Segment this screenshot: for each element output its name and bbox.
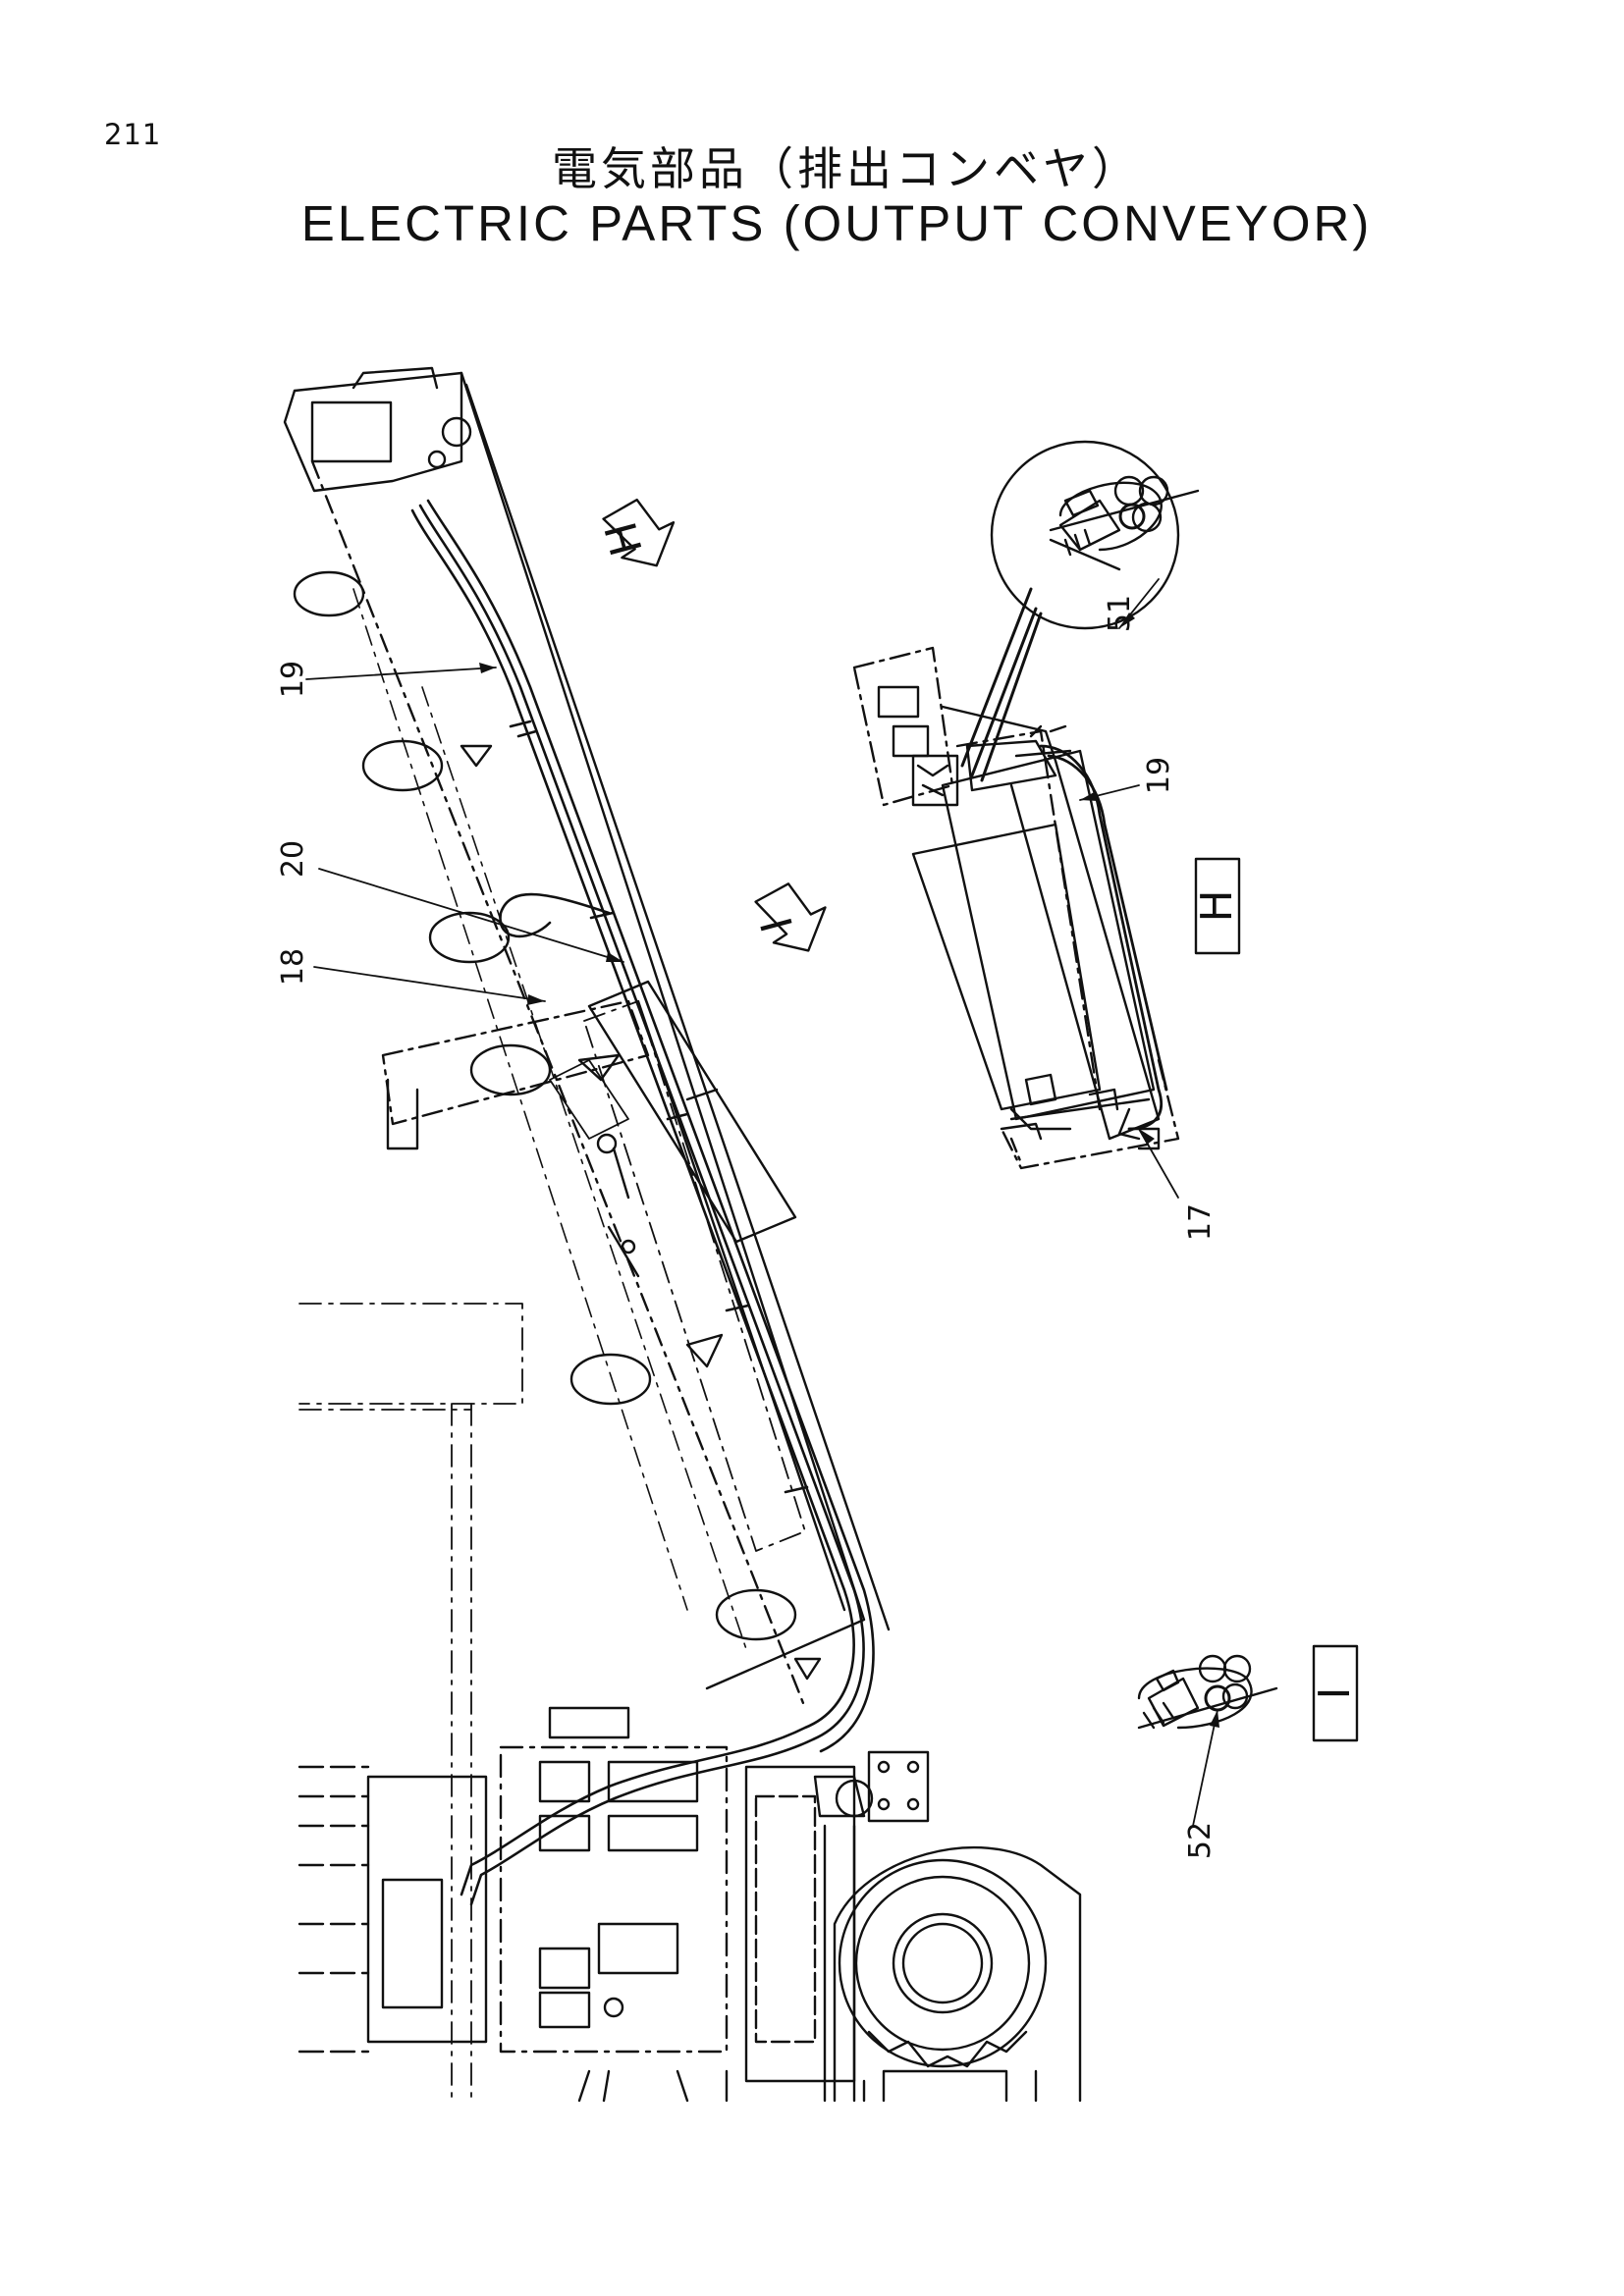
drive-sprocket bbox=[833, 1845, 1082, 2103]
callout-20: 20 bbox=[276, 840, 310, 878]
arrow-i-letter: I bbox=[752, 912, 804, 937]
callout-52: 52 bbox=[1183, 1822, 1218, 1859]
box-i-letter: I bbox=[1310, 1687, 1360, 1700]
base-assembly bbox=[298, 1706, 930, 2103]
view-arrow-i bbox=[754, 882, 827, 952]
view-arrow-h bbox=[602, 498, 676, 567]
wire-harness bbox=[410, 499, 875, 1906]
box-h-letter: H bbox=[1192, 889, 1242, 922]
leader-18 bbox=[313, 966, 546, 1002]
callout-19-left: 19 bbox=[276, 661, 310, 698]
leader-52 bbox=[1192, 1709, 1218, 1827]
detail-view-h bbox=[852, 646, 1180, 1170]
view-tag-box-h bbox=[1194, 857, 1241, 955]
view-tag-box-i bbox=[1312, 1644, 1359, 1742]
leader-19-left bbox=[305, 667, 497, 680]
leader-arrowheads bbox=[479, 613, 1219, 1728]
detail-circle-51 bbox=[960, 440, 1200, 782]
chassis-outline bbox=[298, 1303, 523, 2102]
callout-17: 17 bbox=[1183, 1203, 1218, 1241]
page-number: 211 bbox=[104, 118, 162, 151]
leader-20 bbox=[318, 868, 624, 963]
callout-51: 51 bbox=[1103, 595, 1137, 632]
detail-52 bbox=[1137, 1654, 1278, 1730]
title-japanese: 電気部品（排出コンベヤ） bbox=[552, 142, 1141, 195]
leader-lines bbox=[305, 578, 1218, 1827]
callout-18: 18 bbox=[276, 948, 310, 986]
conveyor-frame bbox=[283, 366, 891, 1710]
arrow-h-letter: H bbox=[596, 516, 653, 561]
title-english: ELECTRIC PARTS (OUTPUT CONVEYOR) bbox=[300, 195, 1373, 251]
callout-19-right: 19 bbox=[1142, 757, 1176, 794]
